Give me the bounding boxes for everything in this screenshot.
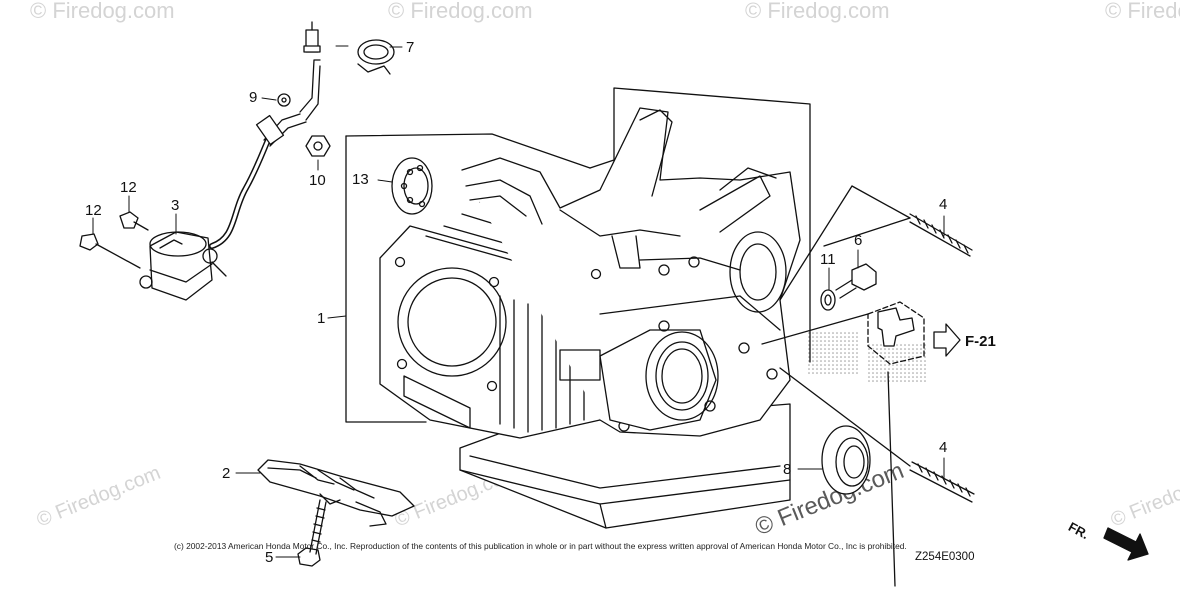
callout-7: 7 (406, 39, 415, 56)
washer-9 (277, 93, 291, 107)
watermark-top-center: © Firedog.com (388, 0, 533, 23)
callout-3: 3 (171, 197, 180, 214)
breather-guide-2 (257, 459, 415, 527)
callout-10: 10 (309, 172, 326, 189)
callout-13: 13 (352, 171, 369, 188)
f21-bracket (877, 307, 915, 347)
ref-f21-part (867, 301, 925, 365)
callout-2: 2 (222, 465, 231, 482)
crankcase-body (461, 107, 801, 437)
nut-10 (305, 135, 331, 157)
stud-bolt-upper (823, 213, 973, 257)
washer-11 (820, 289, 836, 311)
bearing-13 (391, 157, 433, 215)
callout-12-lower: 12 (85, 202, 102, 219)
switch-wire (209, 21, 321, 249)
bolt-12-lower (79, 233, 141, 269)
leader-lines (92, 45, 945, 558)
callout-4-upper: 4 (939, 196, 948, 213)
diagram-code: Z254E0300 (915, 551, 975, 563)
reference-f21-label: F-21 (965, 333, 996, 350)
callout-4-lower: 4 (939, 439, 948, 456)
callout-5: 5 (265, 549, 274, 566)
callout-11: 11 (820, 251, 836, 268)
leader-stud-upper (779, 185, 853, 301)
callout-6: 6 (854, 232, 863, 249)
watermark-top-right: © Firedog.com (745, 0, 890, 23)
watermark-top-far-right: © Firedog.com (1105, 0, 1180, 23)
callout-12-upper: 12 (120, 179, 137, 196)
assembly-outline (345, 87, 896, 587)
main-bearing-boss (559, 320, 719, 431)
arrow-to-f21 (933, 323, 961, 357)
callout-8: 8 (783, 461, 792, 478)
bolt-6 (835, 263, 877, 299)
oil-seal-8 (821, 425, 871, 495)
callout-9: 9 (249, 89, 258, 106)
watermark-top-left: © Firedog.com (30, 0, 175, 23)
clamp-7 (357, 39, 395, 75)
crankcase-base (459, 403, 791, 529)
copyright-notice: (c) 2002-2013 American Honda Motor Co., … (174, 541, 907, 551)
bolt-5 (297, 499, 327, 567)
bolt-12-upper (119, 211, 149, 231)
callout-1: 1 (317, 310, 326, 327)
front-arrow (1103, 527, 1149, 561)
stud-bolt-lower (779, 367, 975, 503)
oil-level-switch-3 (139, 231, 227, 301)
